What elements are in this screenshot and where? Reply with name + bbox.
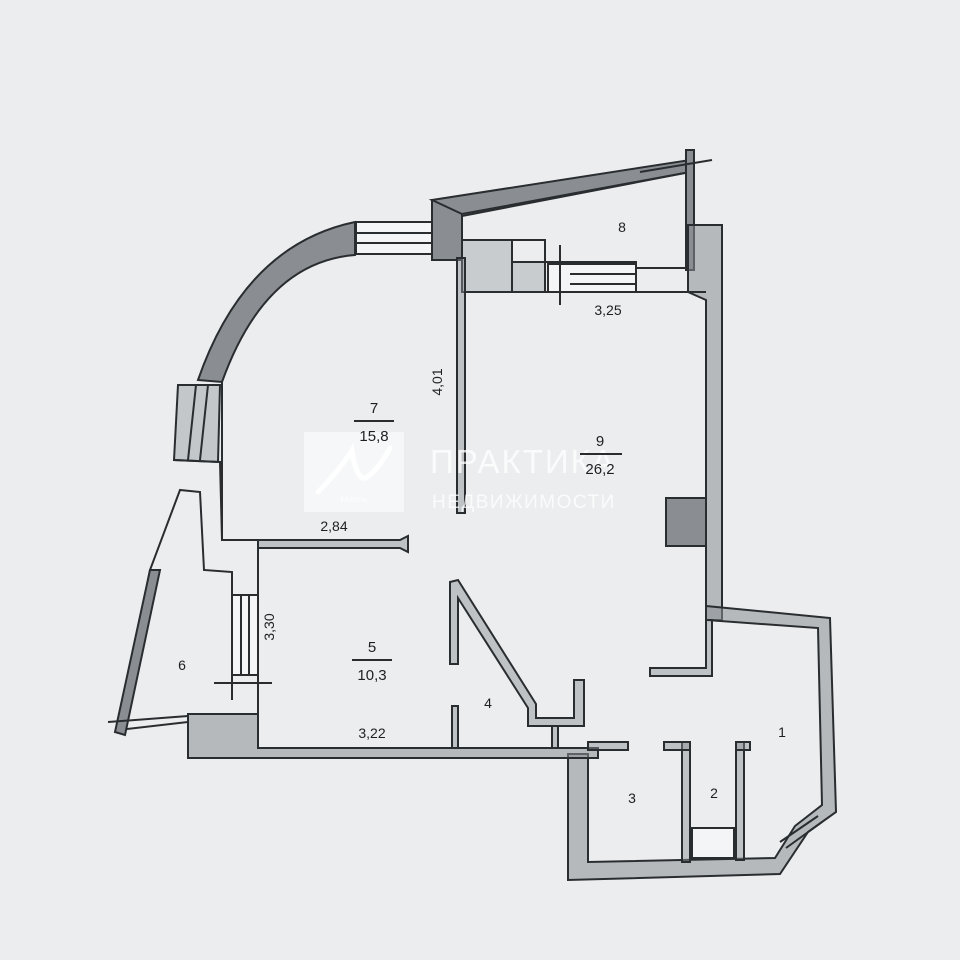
wall-9-top	[461, 239, 546, 293]
room-7-number: 7	[370, 400, 378, 417]
room-6-number: 6	[178, 657, 186, 673]
right-wall-9	[687, 224, 723, 621]
dimension-d1: 3,25	[594, 302, 621, 318]
interior-walls	[257, 257, 751, 863]
partition-4-diagonal	[449, 578, 585, 727]
room-2-number: 2	[710, 785, 718, 801]
room-labels: 7 15,8 9 26,2 5 10,3 8 6 4 3 2 1	[178, 219, 786, 806]
curved-wall	[196, 220, 356, 384]
stub-4	[551, 725, 559, 749]
room-9-area: 26,2	[585, 461, 614, 478]
dimension-d2: 4,01	[429, 368, 445, 395]
column-9	[665, 497, 707, 547]
partition-3-2	[681, 741, 691, 863]
partition-2-top-right	[735, 741, 751, 751]
dimension-d5: 3,22	[358, 725, 385, 741]
room-9-number: 9	[596, 433, 604, 450]
window-balcony	[547, 245, 637, 305]
watermark-logo-caption: Миель	[340, 494, 367, 504]
watermark: Миель ПРАКТИКА НЕДВИЖИМОСТИ	[304, 432, 616, 513]
balcony-wall	[428, 158, 691, 216]
partition-3-top	[587, 741, 629, 751]
room-5-area: 10,3	[357, 667, 386, 684]
room-8-number: 8	[618, 219, 626, 235]
room-7-area: 15,8	[359, 428, 388, 445]
watermark-line1: ПРАКТИКА	[430, 443, 616, 480]
watermark-logo-box	[304, 432, 404, 512]
exterior-walls	[107, 149, 838, 882]
window-left	[187, 384, 209, 461]
partition-9-1	[649, 619, 713, 677]
window-top	[355, 221, 433, 255]
room-1-number: 1	[778, 724, 786, 740]
miel-logo-icon	[315, 442, 393, 495]
partition-2-1	[735, 741, 745, 861]
dimension-d4: 3,30	[261, 613, 277, 640]
loggia-diagonal	[113, 569, 162, 737]
shaft	[691, 827, 735, 859]
window-room1	[779, 815, 823, 849]
partition-2-top-left	[663, 741, 691, 751]
room-5-number: 5	[368, 639, 376, 656]
dimension-labels: 3,25 4,01 2,84 3,30 3,22	[261, 302, 622, 741]
watermark-line2: НЕДВИЖИМОСТИ	[432, 492, 616, 513]
window-room5	[214, 594, 272, 684]
partition-7-9	[456, 257, 466, 514]
dimension-d3: 2,84	[320, 518, 347, 534]
partition-5-4	[451, 705, 459, 749]
loggia-wall	[172, 384, 222, 464]
partition-7-5	[257, 534, 409, 554]
room-3-number: 3	[628, 790, 636, 806]
loggia-outline	[116, 459, 259, 732]
room-4-number: 4	[484, 695, 492, 711]
